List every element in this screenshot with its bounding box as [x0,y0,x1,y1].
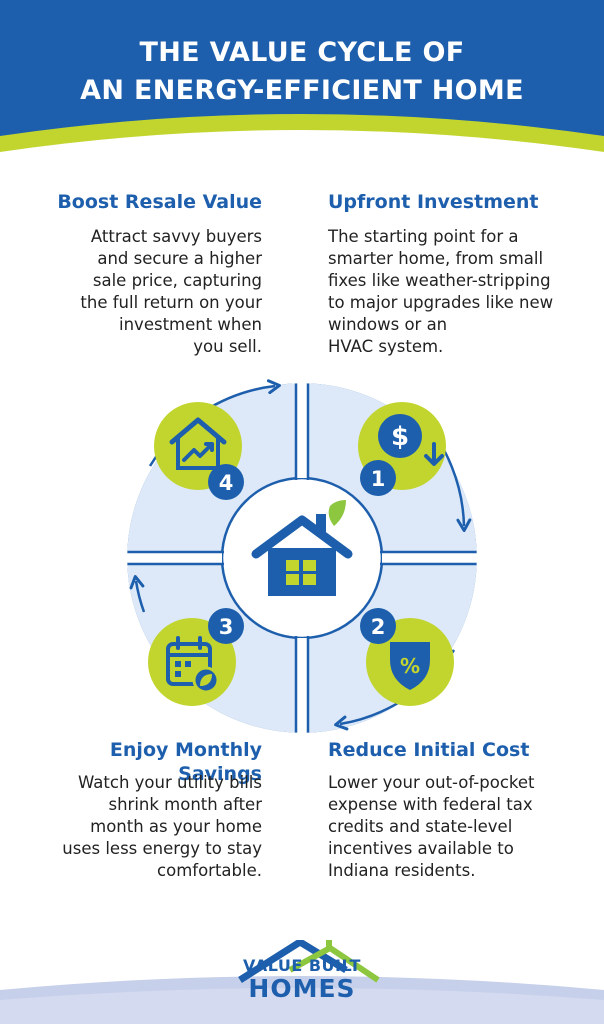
step-4-number: 4 [219,471,234,495]
enjoy-savings-text: Watch your utility bills shrink month af… [62,773,262,880]
svg-text:$: $ [391,422,409,452]
boost-resale-title: Boost Resale Value [57,191,262,213]
upfront-investment-text: The starting point for a smarter home, f… [328,227,554,356]
logo-line-homes: HOMES [248,974,356,1003]
upfront-investment-title: Upfront Investment [328,191,539,213]
logo-roof-icon [238,940,380,983]
page-title: THE VALUE CYCLE OF AN ENERGY-EFFICIENT H… [80,37,524,106]
step-3-icon-group: 3 [148,608,244,706]
house-chart-icon [169,417,227,470]
reduce-cost-text: Lower your out-of-pocket expense with fe… [328,773,535,880]
step-1-number: 1 [371,467,386,491]
logo-line-value-built: VALUE BUILT [243,956,361,975]
dollar-down-icon [378,414,422,458]
calendar-leaf-icon [166,636,220,694]
step-3-number: 3 [219,615,234,639]
step-1-icon-group: $ 1 [358,402,446,496]
header-banner [0,0,604,152]
step-4-icon-group: 4 [154,402,244,500]
value-cycle-diagram: $ 1 % 2 3 [120,376,484,740]
percent-shield-icon [390,642,430,690]
svg-text:%: % [400,654,420,678]
boost-resale-text: Attract savvy buyers and secure a higher… [80,227,262,356]
enjoy-savings-title: Enjoy Monthly Savings [109,739,262,785]
step-2-icon-group: % 2 [360,608,454,706]
footer-band [0,940,604,1024]
arrow-3-to-4 [129,575,146,613]
house-leaf-icon [251,500,353,596]
reduce-cost-title: Reduce Initial Cost [328,739,530,761]
step-2-number: 2 [371,615,386,639]
